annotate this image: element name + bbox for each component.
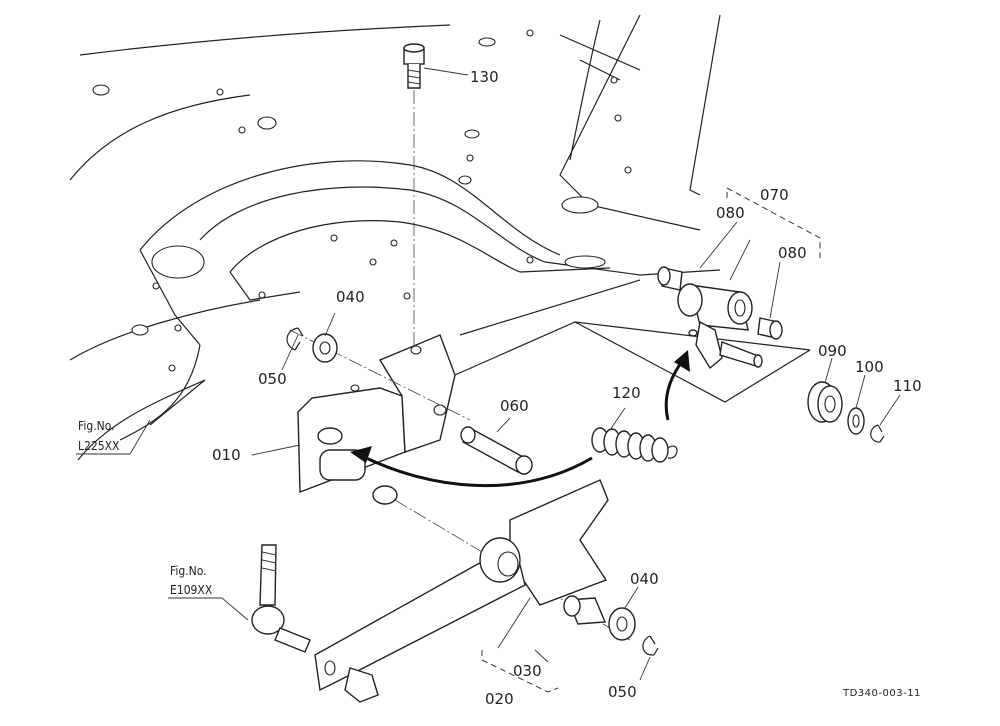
label-040-lower: 040	[630, 570, 659, 588]
bushing-030	[563, 595, 607, 625]
bolt-130	[403, 43, 425, 89]
spring-120	[591, 427, 678, 463]
figure-reference-e109: Fig.No. E109XX	[170, 564, 213, 597]
label-110: 110	[893, 377, 922, 395]
fig-ref-number: L225XX	[78, 439, 120, 453]
bracket-070	[726, 187, 821, 258]
label-080-left: 080	[716, 204, 745, 222]
bracket-020	[481, 650, 559, 693]
bushing-080-left	[657, 266, 683, 291]
bracket-010	[297, 334, 456, 505]
figure-reference-l225: Fig.No. L225XX	[78, 419, 120, 453]
fig-ref-number: E109XX	[170, 583, 213, 597]
figure-code: TD340-003-11	[842, 688, 921, 699]
pedal-020	[314, 479, 609, 692]
label-040-upper: 040	[336, 288, 365, 306]
chassis-frame	[69, 14, 811, 461]
label-060: 060	[500, 397, 529, 415]
washer-040-upper	[312, 333, 338, 363]
arrow-spring-to-arm	[664, 350, 690, 421]
label-080-right: 080	[778, 244, 807, 262]
part-labels: 130 070 080 080 040 050 060 120 090 100 …	[212, 68, 922, 708]
label-020: 020	[485, 690, 514, 708]
label-010: 010	[212, 446, 241, 464]
pin-060	[460, 426, 533, 475]
label-120: 120	[612, 384, 641, 402]
washer-100	[847, 407, 865, 435]
label-050-lower: 050	[608, 683, 637, 701]
clip-050-lower	[642, 635, 659, 656]
arm-070	[677, 283, 763, 370]
label-090: 090	[818, 342, 847, 360]
label-030: 030	[513, 662, 542, 680]
label-070: 070	[760, 186, 789, 204]
washer-040-lower	[608, 607, 636, 641]
arrow-spring-to-bracket	[350, 446, 593, 488]
label-050-upper: 050	[258, 370, 287, 388]
bearing-090	[807, 381, 843, 423]
fig-ref-label: Fig.No.	[78, 419, 115, 433]
label-100: 100	[855, 358, 884, 376]
clip-050-upper	[286, 327, 304, 351]
clip-110	[870, 424, 885, 443]
leader-lines	[76, 67, 901, 681]
bushing-080-right	[757, 317, 783, 340]
rod-end-assembly	[251, 544, 379, 703]
fig-ref-label: Fig.No.	[170, 564, 207, 578]
label-130: 130	[470, 68, 499, 86]
